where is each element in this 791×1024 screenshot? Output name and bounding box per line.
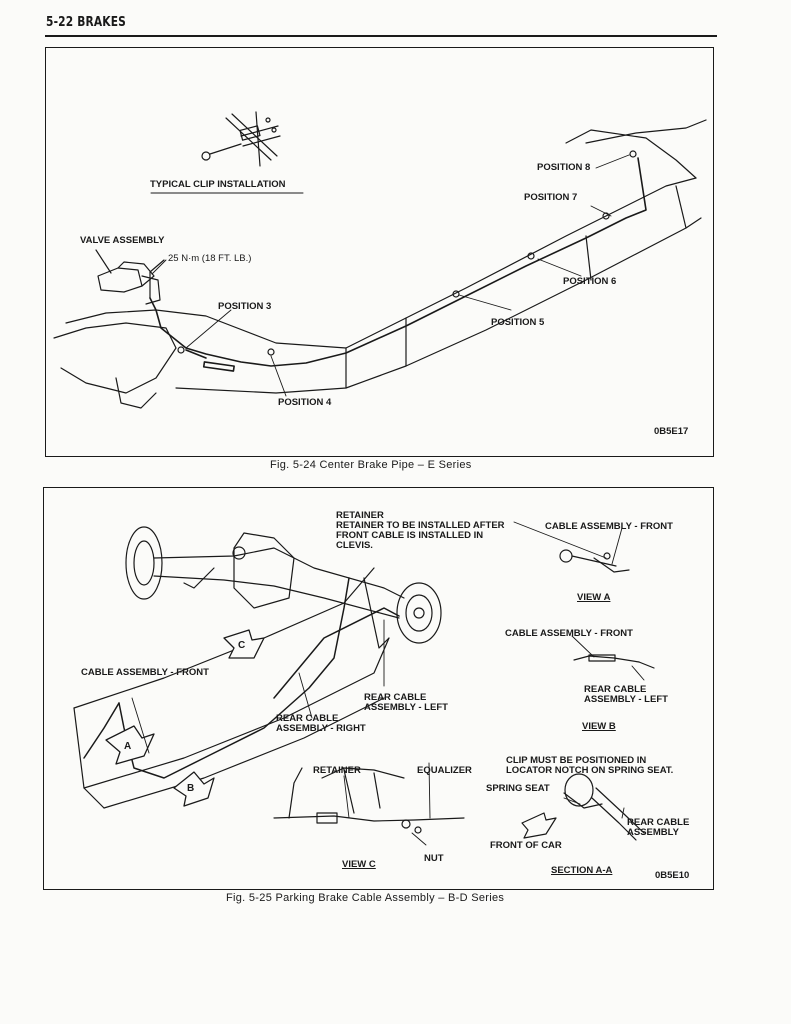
label-retainer-note-1: RETAINER [336,510,384,521]
label-cable-assembly-front-left: CABLE ASSEMBLY - FRONT [81,667,209,678]
pipe-clips [177,150,637,356]
label-nut: NUT [424,853,444,864]
figure-5-25-frame: RETAINER RETAINER TO BE INSTALLED AFTER … [43,487,714,890]
leader-lines [151,154,630,397]
label-rear-cable-left-view-b-1: REAR CABLE [584,684,647,695]
parking-brake-cable-illustration [73,521,655,846]
label-rear-cable-assembly-1: REAR CABLE [627,817,690,828]
label-front-of-car: FRONT OF CAR [490,840,562,851]
figure-5-25-caption: Fig. 5-25 Parking Brake Cable Assembly –… [226,892,505,904]
label-position-8: POSITION 8 [537,162,591,173]
view-b-drawing [573,654,655,669]
frame-rail-drawing [53,119,707,409]
direction-arrows [105,629,265,807]
label-cable-assembly-front-view-b: CABLE ASSEMBLY - FRONT [505,628,633,639]
label-position-6: POSITION 6 [563,276,617,287]
label-position-5: POSITION 5 [491,317,545,328]
figure-5-24-frame: TYPICAL CLIP INSTALLATION VALVE ASSEMBLY… [45,47,714,457]
page-title: 5-22 BRAKES [46,15,127,30]
label-rear-cable-assembly-2: ASSEMBLY [627,827,679,838]
label-view-b: VIEW B [582,721,616,732]
label-rear-cable-right-2: ASSEMBLY - RIGHT [276,723,366,734]
view-a-drawing [559,549,630,573]
label-rear-cable-left-view-b-2: ASSEMBLY - LEFT [584,694,668,705]
leader-lines [131,521,645,846]
label-arrow-c: C [238,640,246,651]
label-typical-clip-installation: TYPICAL CLIP INSTALLATION [150,179,286,190]
center-brake-pipe-illustration [53,111,707,409]
brake-pipe-line [149,157,647,372]
label-retainer-note-3: FRONT CABLE IS INSTALLED IN [336,530,484,541]
label-position-4: POSITION 4 [278,397,332,408]
view-c-drawing [273,767,465,834]
label-spring-seat: SPRING SEAT [486,783,550,794]
section-aa-drawing [521,773,645,841]
valve-assembly-drawing [95,249,165,305]
label-position-3: POSITION 3 [218,301,272,312]
label-retainer-note-2: RETAINER TO BE INSTALLED AFTER [336,520,505,531]
label-rear-cable-left-1: REAR CABLE [364,692,427,703]
label-section-aa: SECTION A-A [551,865,613,876]
label-retainer-note-4: CLEVIS. [336,540,373,551]
figure-code: 0B5E10 [655,870,690,881]
label-rear-cable-left-2: ASSEMBLY - LEFT [364,702,448,713]
header-rule [45,35,717,37]
label-cable-assembly-front-view-a: CABLE ASSEMBLY - FRONT [545,521,673,532]
figure-code: 0B5E17 [654,426,689,437]
label-arrow-b: B [187,783,195,794]
label-valve-assembly: VALVE ASSEMBLY [80,235,165,246]
label-view-c: VIEW C [342,859,376,870]
label-retainer: RETAINER [313,765,361,776]
label-position-7: POSITION 7 [524,192,578,203]
label-arrow-a: A [124,741,132,752]
label-clip-note-1: CLIP MUST BE POSITIONED IN [506,755,647,766]
label-rear-cable-right-1: REAR CABLE [276,713,339,724]
label-torque-spec: 25 N·m (18 FT. LB.) [168,253,252,264]
figure-5-24-caption: Fig. 5-24 Center Brake Pipe – E Series [270,459,472,471]
rear-axle-drawing [125,526,442,644]
label-clip-note-2: LOCATOR NOTCH ON SPRING SEAT. [506,765,674,776]
clip-detail-drawing [201,111,281,167]
label-view-a: VIEW A [577,592,611,603]
label-equalizer: EQUALIZER [417,765,472,776]
